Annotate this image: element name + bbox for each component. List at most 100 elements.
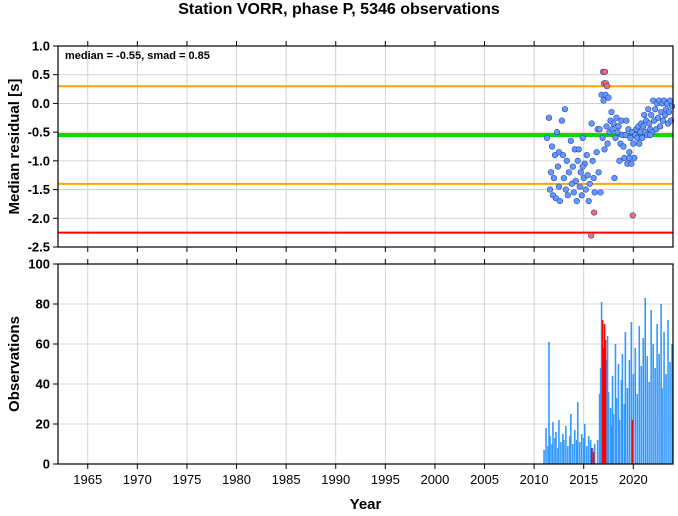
data-point xyxy=(668,103,676,110)
data-point xyxy=(576,183,583,190)
data-point xyxy=(560,174,567,182)
data-point xyxy=(588,120,595,127)
observation-bar xyxy=(606,336,609,464)
observation-bar xyxy=(593,444,596,464)
observation-bar xyxy=(589,440,592,464)
observation-bar xyxy=(650,310,652,464)
data-point xyxy=(613,114,620,121)
y-tick-label: 20 xyxy=(36,417,50,432)
data-point xyxy=(611,174,618,182)
data-point xyxy=(590,174,597,182)
data-point xyxy=(648,111,655,119)
data-point xyxy=(553,129,561,136)
y-tick-label: -2.5 xyxy=(28,240,50,255)
data-point xyxy=(616,157,623,164)
observation-bar xyxy=(578,442,581,464)
y-tick-label: -2.0 xyxy=(28,211,50,226)
data-point xyxy=(647,131,654,139)
outlier-point xyxy=(629,212,636,219)
data-point xyxy=(630,140,637,147)
data-point xyxy=(608,108,615,116)
y-tick-label: 100 xyxy=(28,257,50,272)
x-tick-label: 1995 xyxy=(371,472,400,487)
observation-bar xyxy=(644,298,647,464)
data-point xyxy=(597,189,604,196)
data-point xyxy=(555,183,563,190)
observation-bar xyxy=(614,344,617,464)
observation-bar xyxy=(600,302,603,464)
data-point xyxy=(601,146,608,153)
observation-bar xyxy=(636,394,639,464)
x-tick-label: 1970 xyxy=(123,472,152,487)
data-point xyxy=(579,163,586,170)
data-point xyxy=(583,152,590,159)
data-point xyxy=(574,157,581,164)
data-point xyxy=(579,134,586,141)
observation-bar xyxy=(634,348,637,464)
y-tick-label: -1.5 xyxy=(28,182,50,197)
x-tick-label: 1985 xyxy=(272,472,301,487)
data-point xyxy=(657,123,664,130)
data-point xyxy=(562,186,569,193)
x-tick-label: 2010 xyxy=(520,472,549,487)
observation-bar xyxy=(640,366,643,464)
observation-bar xyxy=(667,320,669,464)
observation-bar xyxy=(596,440,599,464)
observation-bar xyxy=(610,426,613,464)
observation-bar xyxy=(654,368,656,464)
data-point xyxy=(599,134,606,141)
data-point xyxy=(563,157,570,164)
observation-bar xyxy=(572,444,574,464)
data-point xyxy=(584,172,591,179)
data-point xyxy=(582,186,589,193)
y-tick-label: 60 xyxy=(36,337,50,352)
data-point xyxy=(604,140,611,147)
observation-bar xyxy=(591,448,594,464)
observation-bar xyxy=(620,380,623,464)
outlier-point xyxy=(591,209,598,216)
x-tick-label: 1980 xyxy=(222,472,251,487)
observation-bar xyxy=(615,398,618,464)
data-point xyxy=(600,97,607,104)
data-point xyxy=(567,137,574,144)
observation-bar xyxy=(624,332,627,464)
data-point xyxy=(555,149,563,156)
data-point xyxy=(612,134,619,141)
observation-bar xyxy=(565,426,567,464)
observation-bar xyxy=(548,342,550,464)
observation-bar xyxy=(661,388,663,464)
data-point xyxy=(585,197,592,205)
outlier-point xyxy=(588,232,595,239)
observation-bar xyxy=(582,438,585,464)
outlier-point xyxy=(601,68,609,75)
data-point xyxy=(615,123,622,130)
data-point xyxy=(570,189,577,196)
observation-bar xyxy=(558,420,560,464)
observation-bar xyxy=(632,374,635,464)
data-point xyxy=(591,189,598,196)
plot-frame xyxy=(57,45,674,248)
data-point xyxy=(589,157,596,164)
observation-bar xyxy=(626,388,629,464)
y-axis-label: Observations xyxy=(6,316,23,412)
observation-bar xyxy=(598,394,601,464)
data-point xyxy=(554,163,562,170)
observation-bar xyxy=(551,444,553,464)
data-point xyxy=(546,186,554,193)
y-tick-label: 0.0 xyxy=(32,96,50,111)
data-point xyxy=(645,106,652,113)
data-point xyxy=(545,114,553,121)
data-point xyxy=(620,143,627,150)
observation-bar xyxy=(638,326,641,464)
data-point xyxy=(572,177,579,185)
outlier-bar xyxy=(590,448,593,464)
data-point xyxy=(622,131,629,139)
observation-bar xyxy=(652,344,654,464)
data-point xyxy=(595,169,602,176)
observation-bar xyxy=(612,414,615,464)
y-tick-label: 80 xyxy=(36,297,50,312)
observation-bar xyxy=(642,338,645,464)
data-point xyxy=(578,192,585,199)
data-point xyxy=(605,94,612,101)
